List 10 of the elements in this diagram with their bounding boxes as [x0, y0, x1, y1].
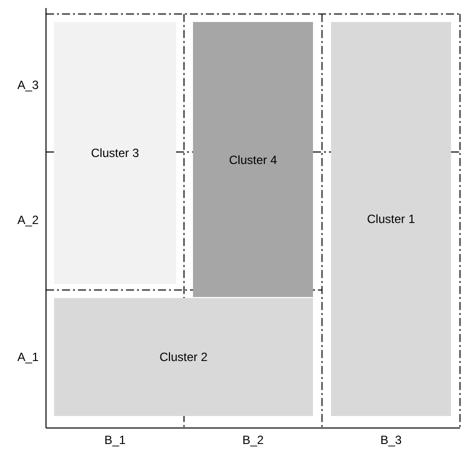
cluster-area: Cluster 1: [331, 22, 451, 416]
axis-label: A_3: [16, 78, 40, 92]
cluster-area: Cluster 3: [54, 22, 176, 284]
cluster-area: Cluster 2: [54, 298, 313, 416]
axis-label: B_3: [379, 433, 403, 447]
cluster-area: Cluster 4: [193, 22, 313, 297]
axis-label: A_2: [16, 213, 40, 227]
axis-label: B_1: [103, 433, 127, 447]
axis-label: A_1: [16, 350, 40, 364]
axis-label: B_2: [241, 433, 265, 447]
